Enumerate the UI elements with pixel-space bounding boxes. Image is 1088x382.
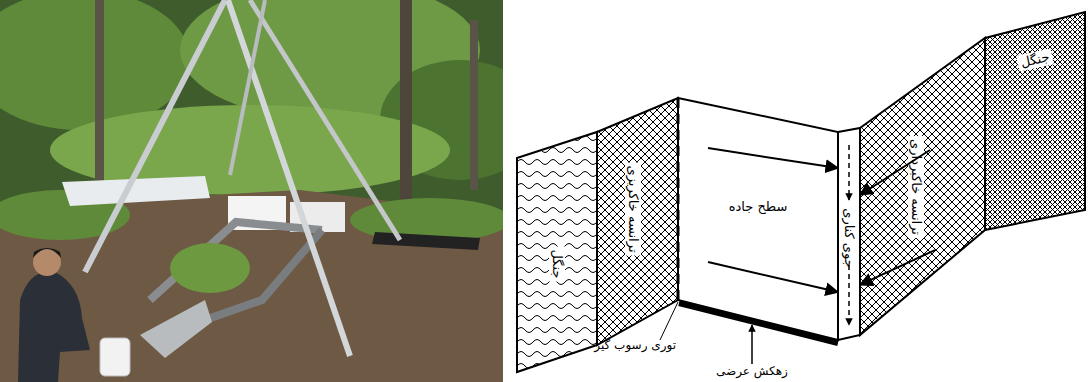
forest-band: جنگل xyxy=(517,132,597,372)
band-text: ترانسه خاکبرداری xyxy=(908,136,924,238)
black-sheet xyxy=(372,232,480,250)
flow-arrow xyxy=(708,262,838,292)
band-text: سطح جاده xyxy=(726,199,791,215)
tripod-leg xyxy=(250,0,400,240)
band-outline xyxy=(985,12,1085,230)
plastic-sheet xyxy=(62,176,210,206)
band-text: ترانسه خاکریزی xyxy=(625,163,641,256)
band-text: جنگل xyxy=(549,247,565,282)
tree-trunk xyxy=(95,0,104,180)
band-label: سطح جاده xyxy=(726,199,791,215)
band-shape xyxy=(860,38,985,335)
tripod-leg xyxy=(228,0,350,356)
band-outline xyxy=(678,98,838,340)
tripod-leg xyxy=(85,0,225,272)
field-photo xyxy=(0,0,503,382)
road-surface: سطح جاده xyxy=(678,98,838,340)
flow-arrow xyxy=(708,148,838,168)
band-shape xyxy=(597,98,678,345)
plot-vegetation xyxy=(170,243,250,293)
leader-arrow xyxy=(751,325,753,364)
band-label: جوی کناری xyxy=(841,205,857,271)
band-shape xyxy=(838,128,860,340)
person-body xyxy=(18,272,90,382)
part-label: زهکش عرضی xyxy=(716,364,788,379)
water-jug xyxy=(100,338,130,376)
band-shape xyxy=(985,12,1085,230)
flow-arrow xyxy=(860,250,935,285)
forest-band: جنگل xyxy=(985,12,1085,230)
band-label: جنگل xyxy=(549,247,565,282)
band-label: ترانسه خاکریزی xyxy=(625,163,641,256)
band-shape xyxy=(678,98,838,340)
fill-slope-band: ترانسه خاکریزی xyxy=(597,98,678,345)
band-label: ترانسه خاکبرداری xyxy=(908,136,924,238)
person-hair xyxy=(33,248,61,258)
flow-arrow xyxy=(860,150,930,195)
tree-trunk xyxy=(470,20,478,190)
band-text: جوی کناری xyxy=(841,205,857,271)
side-ditch: جوی کناری xyxy=(838,128,860,340)
tree-trunk xyxy=(400,0,412,200)
outlet-funnel xyxy=(140,300,212,358)
cut-slope-band: ترانسه خاکبرداری xyxy=(860,38,985,335)
person-head xyxy=(33,248,61,276)
part-label: توری رسوب گیر xyxy=(594,338,676,353)
band-shape xyxy=(517,132,597,372)
tripod-leg xyxy=(230,0,265,175)
